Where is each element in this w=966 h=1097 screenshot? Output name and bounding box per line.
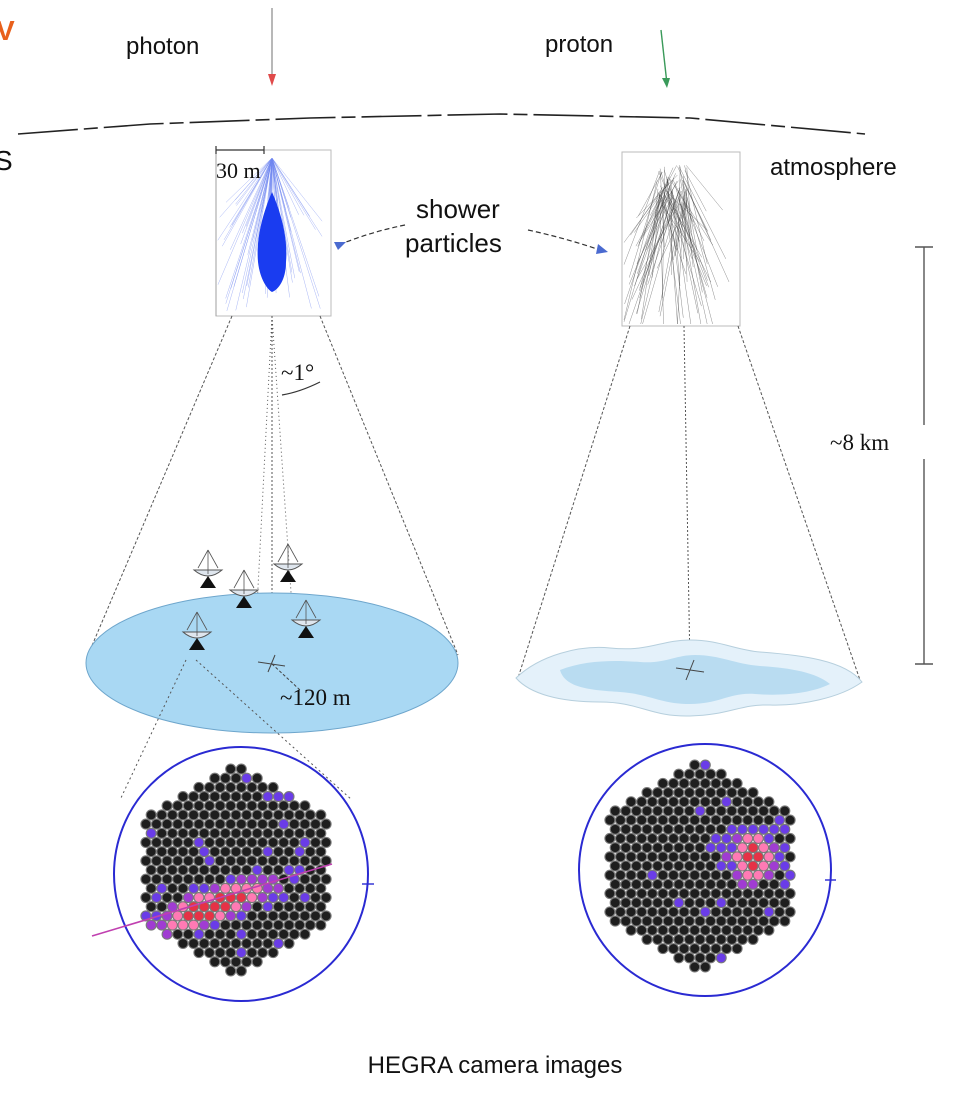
proton-camera-image xyxy=(578,743,836,997)
shower-pointer-arrows xyxy=(334,224,608,254)
pool-center-mark xyxy=(257,654,301,691)
telescope-icon xyxy=(272,543,304,582)
angle-arc xyxy=(281,381,321,396)
proton-light-pool-inner xyxy=(560,655,830,704)
proton-light-cone xyxy=(517,325,861,681)
cut-off-letter-top: V xyxy=(0,15,15,46)
proton-shower-panel xyxy=(621,151,741,327)
telescope-icon xyxy=(181,611,213,650)
photon-light-cone xyxy=(87,315,459,666)
telescope-array xyxy=(181,543,322,650)
photon-camera-image xyxy=(91,746,374,1002)
atmosphere-boundary-line xyxy=(17,113,866,135)
shower-particles-label-line2: particles xyxy=(405,228,502,258)
telescope-icon xyxy=(290,599,322,638)
angle-label: ~1° xyxy=(281,360,314,385)
atmosphere-label: atmosphere xyxy=(770,154,897,181)
proton-pool-center-mark xyxy=(675,659,705,681)
photon-shower-panel: 30 m xyxy=(215,146,332,317)
camera-projection-lines xyxy=(119,659,353,801)
proton-shower-rays xyxy=(623,165,730,325)
photon-arrow-icon xyxy=(268,8,276,86)
radius-label: ~120 m xyxy=(280,685,351,710)
height-label: ~8 km xyxy=(830,430,889,455)
photon-label: photon xyxy=(126,33,199,60)
proton-arrow-icon xyxy=(660,29,670,88)
proton-label: proton xyxy=(545,31,613,58)
shower-axis-line xyxy=(91,863,333,937)
scale-label: 30 m xyxy=(216,158,261,183)
photon-shower-core xyxy=(257,192,287,292)
telescope-icon xyxy=(228,569,260,608)
telescope-icon xyxy=(192,549,224,588)
cut-off-letter-left: S xyxy=(0,145,13,176)
height-label-bg xyxy=(822,425,926,459)
caption-label: HEGRA camera images xyxy=(368,1052,623,1079)
shower-particles-label-line1: shower xyxy=(416,194,500,224)
